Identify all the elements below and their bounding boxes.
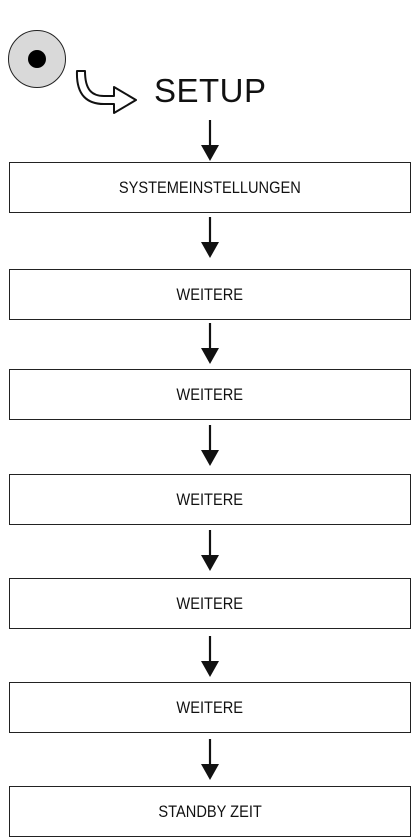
step-box-more-3: WEITERE — [9, 474, 411, 525]
down-arrow-icon — [201, 120, 219, 161]
step-box-more-4: WEITERE — [9, 578, 411, 629]
down-arrow-icon — [201, 425, 219, 466]
down-arrow-icon — [201, 739, 219, 780]
button-dot-icon — [28, 50, 46, 68]
step-box-system-settings: SYSTEMEINSTELLUNGEN — [9, 162, 411, 213]
down-arrow-icon — [201, 530, 219, 571]
step-label: WEITERE — [176, 697, 244, 717]
down-arrow-icon — [201, 636, 219, 677]
step-box-more-1: WEITERE — [9, 269, 411, 320]
step-box-standby-time: STANDBY ZEIT — [9, 786, 411, 837]
step-label: SYSTEMEINSTELLUNGEN — [119, 177, 301, 197]
remote-button-icon — [8, 30, 66, 88]
down-arrow-icon — [201, 323, 219, 364]
step-label: WEITERE — [176, 284, 244, 304]
down-arrow-icon — [201, 217, 219, 258]
step-label: WEITERE — [176, 489, 244, 509]
step-label: WEITERE — [176, 384, 244, 404]
step-box-more-5: WEITERE — [9, 682, 411, 733]
step-label: STANDBY ZEIT — [158, 801, 262, 821]
step-box-more-2: WEITERE — [9, 369, 411, 420]
curved-arrow-icon — [75, 70, 137, 114]
step-label: WEITERE — [176, 593, 244, 613]
setup-title: SETUP — [154, 72, 267, 109]
